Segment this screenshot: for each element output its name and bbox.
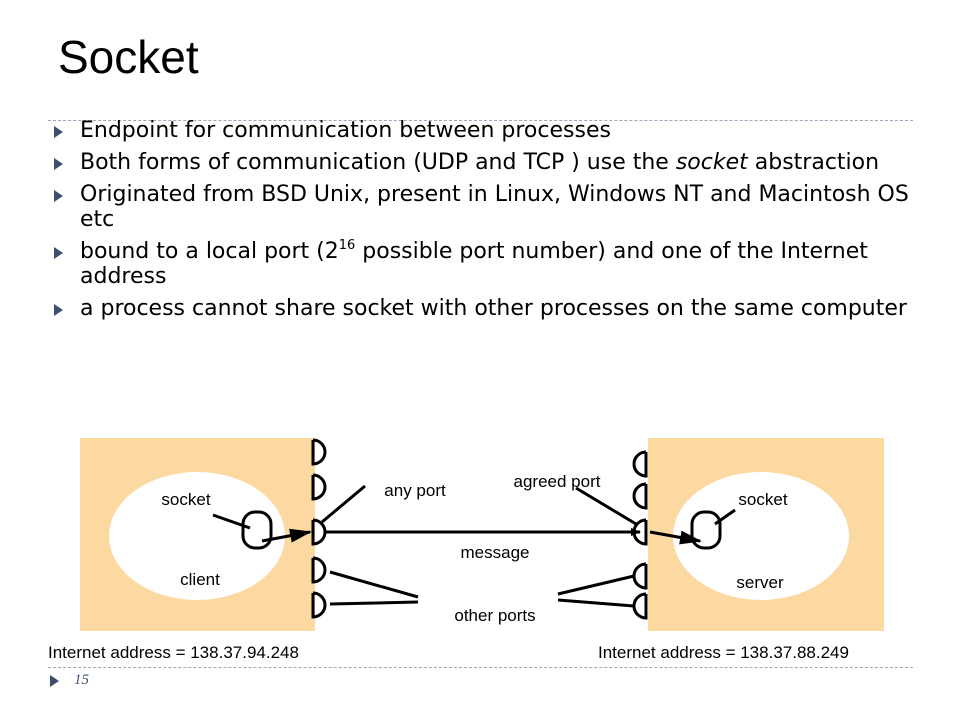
title-divider xyxy=(48,120,913,121)
agreed-port-label: agreed port xyxy=(514,472,601,491)
server-port-icon xyxy=(632,592,648,620)
other-ports-pointer xyxy=(329,570,419,599)
server-socket-icon xyxy=(690,510,722,550)
bullet-text: possible port number) and one of the Int… xyxy=(80,239,868,289)
footer-divider xyxy=(48,667,913,668)
client-socket-label: socket xyxy=(161,490,210,509)
bullet-text: Endpoint for communication between proce… xyxy=(80,118,611,143)
client-label: client xyxy=(180,570,220,589)
bullet-text: abstraction xyxy=(747,150,880,175)
bullet-text: a process cannot share socket with other… xyxy=(80,296,907,321)
bullet-arrow-icon xyxy=(54,126,63,138)
other-ports-pointer xyxy=(557,574,635,596)
other-ports-label: other ports xyxy=(454,606,535,625)
other-ports-pointer xyxy=(329,600,419,606)
server-port-icon xyxy=(632,450,648,478)
server-port-icon xyxy=(632,482,648,510)
client-port-icon xyxy=(311,556,327,584)
client-address: Internet address = 138.37.94.248 xyxy=(48,643,299,662)
bullet-item: Endpoint for communication between proce… xyxy=(50,118,930,143)
client-port-icon xyxy=(311,518,327,546)
server-process xyxy=(673,472,849,600)
bullet-item: Both forms of communication (UDP and TCP… xyxy=(50,150,930,175)
any-port-pointer xyxy=(321,484,366,524)
bullet-arrow-icon xyxy=(54,190,63,202)
client-socket-icon xyxy=(241,510,273,550)
bullet-text: bound to a local port (2 xyxy=(80,239,339,264)
server-port-icon xyxy=(632,562,648,590)
client-socket-pointer xyxy=(212,513,251,530)
client-socket-to-port-arrow xyxy=(261,528,312,543)
server-address: Internet address = 138.37.88.249 xyxy=(598,643,849,662)
client-process xyxy=(109,472,285,600)
bullet-emphasis: socket xyxy=(675,150,748,175)
bullet-list: Endpoint for communication between proce… xyxy=(50,118,930,328)
bullet-arrow-icon xyxy=(54,247,63,259)
footer-arrow-icon xyxy=(50,675,59,687)
any-port-label: any port xyxy=(384,481,446,500)
server-port-to-socket-arrow xyxy=(649,530,702,545)
slide-title: Socket xyxy=(58,31,199,83)
client-port-icon xyxy=(311,473,327,501)
client-ports xyxy=(311,438,327,619)
server-ports xyxy=(632,450,648,620)
bullet-superscript: 16 xyxy=(338,238,356,253)
bullet-item: a process cannot share socket with other… xyxy=(50,296,930,321)
bullet-text: Originated from BSD Unix, present in Lin… xyxy=(80,182,909,232)
bullet-arrow-icon xyxy=(54,304,63,316)
bullet-item: Originated from BSD Unix, present in Lin… xyxy=(50,182,930,232)
server-label: server xyxy=(736,573,784,592)
agreed-port-pointer xyxy=(575,486,637,526)
client-port-icon xyxy=(311,591,327,619)
bullet-arrow-icon xyxy=(54,158,63,170)
server-socket-label: socket xyxy=(738,490,787,509)
message-label: message xyxy=(461,543,530,562)
other-ports-pointer xyxy=(557,598,635,608)
client-port-icon xyxy=(311,438,327,466)
bullet-item: bound to a local port (216 possible port… xyxy=(50,239,930,289)
server-socket-pointer xyxy=(714,508,736,526)
page-number: 15 xyxy=(74,672,89,688)
bullet-text: Both forms of communication (UDP and TCP… xyxy=(80,150,676,175)
